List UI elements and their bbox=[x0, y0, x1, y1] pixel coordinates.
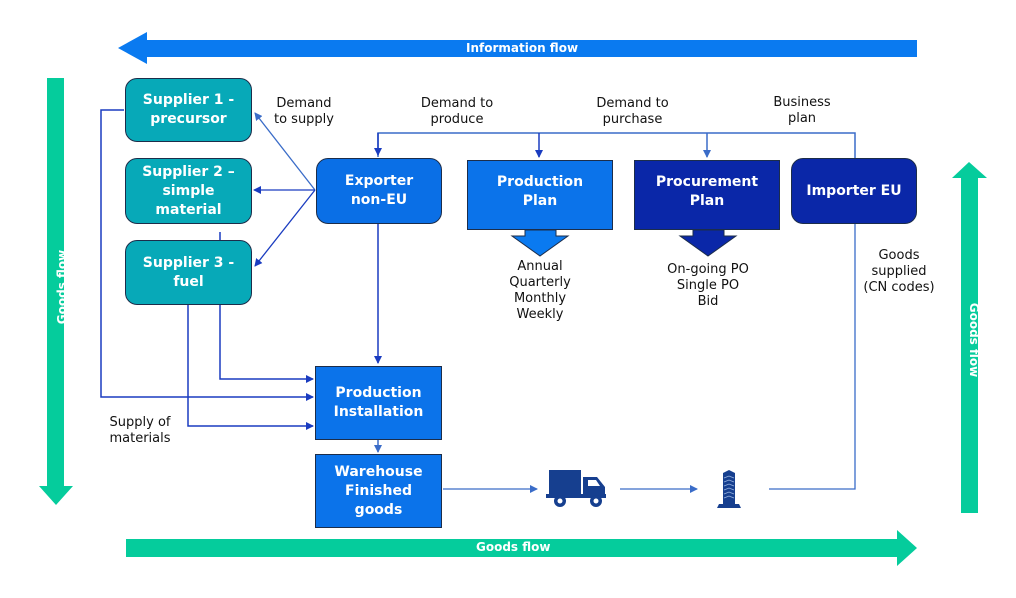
goods-supplied-label: Goods supplied (CN codes) bbox=[863, 248, 935, 295]
exporter-supplier-connectors bbox=[253, 112, 316, 267]
goods-route-connectors bbox=[443, 195, 859, 493]
production-plan-output-arrow bbox=[510, 229, 570, 257]
supply-of-materials-label: Supply of materials bbox=[109, 415, 171, 446]
business-plan-label: Business plan bbox=[773, 95, 831, 126]
goods-flow-left-arrow bbox=[39, 78, 73, 505]
goods-flow-right-label: Goods flow bbox=[967, 302, 982, 378]
procurement-types-label: On-going PO Single PO Bid bbox=[667, 262, 749, 309]
supplier-1-node[interactable]: Supplier 1 - precursor bbox=[125, 78, 252, 142]
demand-to-produce-label: Demand to produce bbox=[420, 96, 494, 127]
goods-flow-left-label: Goods flow bbox=[55, 249, 70, 325]
exporter-node[interactable]: Exporter non-EU bbox=[316, 158, 442, 224]
goods-flow-bottom-arrow bbox=[126, 530, 917, 566]
production-plan-node[interactable]: Production Plan bbox=[467, 160, 613, 230]
demand-to-supply-label: Demand to supply bbox=[273, 96, 334, 127]
information-flow-label: Information flow bbox=[466, 41, 579, 55]
procurement-plan-node[interactable]: Procurement Plan bbox=[634, 160, 780, 230]
production-installation-node[interactable]: Production Installation bbox=[315, 366, 442, 440]
information-flow-arrow bbox=[118, 32, 917, 64]
warehouse-node[interactable]: Warehouse Finished goods bbox=[315, 454, 442, 528]
supplier-3-node[interactable]: Supplier 3 - fuel bbox=[125, 240, 252, 305]
production-plan-periods-label: Annual Quarterly Monthly Weekly bbox=[509, 259, 571, 322]
procurement-plan-output-arrow bbox=[678, 229, 738, 257]
truck-icon bbox=[546, 470, 606, 507]
supplier-2-node[interactable]: Supplier 2 – simple material bbox=[125, 158, 252, 224]
demand-bus-connector bbox=[374, 132, 856, 158]
tower-icon bbox=[717, 470, 741, 508]
goods-flow-right-arrow bbox=[952, 162, 987, 513]
demand-to-purchase-label: Demand to purchase bbox=[596, 96, 669, 127]
importer-eu-node[interactable]: Importer EU bbox=[791, 158, 917, 224]
goods-flow-bottom-label: Goods flow bbox=[476, 540, 551, 554]
